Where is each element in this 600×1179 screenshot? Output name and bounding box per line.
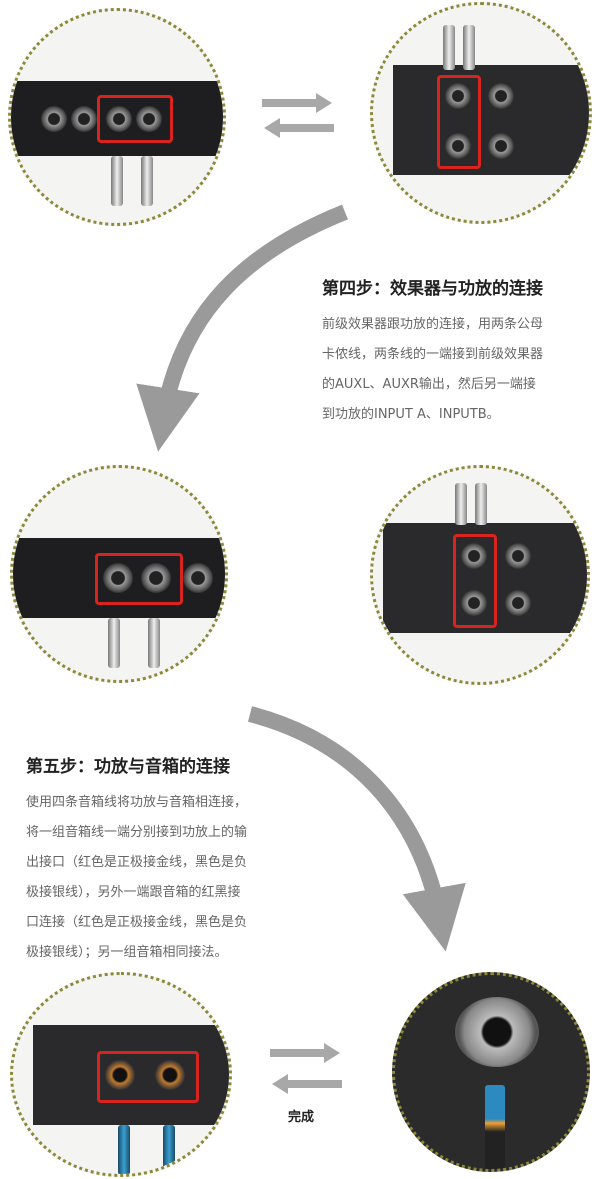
text-line: 出接口（红色是正极接金线，黑色是负	[26, 855, 248, 870]
double-arrow-icon	[262, 93, 334, 138]
effects-unit-aux-output-photo	[8, 8, 226, 226]
step4-description: 前级效果器跟功放的连接，用两条公母 卡侬线，两条线的一端接到前级效果器 的AUX…	[322, 310, 543, 430]
double-arrow-icon	[270, 1043, 342, 1094]
text-line: 卡侬线，两条线的一端接到前级效果器	[322, 347, 544, 362]
text-line: 的AUXL、AUXR输出，然后另一端接	[322, 377, 536, 392]
amplifier-input-photo	[370, 465, 590, 685]
curved-arrow-icon	[136, 204, 348, 452]
curved-arrow-icon	[247, 706, 466, 952]
step5-description: 使用四条音箱线将功放与音箱相连接， 将一组音箱线一端分别接到功放上的输 出接口（…	[26, 788, 247, 968]
text-line: 将一组音箱线一端分别接到功放上的输	[26, 825, 248, 840]
step5-title: 第五步：功放与音箱的连接	[26, 757, 230, 777]
text-line: 极接银线）；另一组音箱相同接法。	[26, 945, 228, 960]
done-label: 完成	[288, 1110, 315, 1125]
text-line: 使用四条音箱线将功放与音箱相连接，	[26, 795, 248, 810]
amplifier-input-photo	[370, 2, 592, 224]
text-line: 前级效果器跟功放的连接，用两条公母	[322, 317, 544, 332]
text-line: 极接银线），另外一端跟音箱的红黑接	[26, 885, 241, 900]
speaker-input-photo	[392, 972, 590, 1172]
text-line: 口连接（红色是正极接金线，黑色是负	[26, 915, 248, 930]
text-line: 到功放的INPUT A、INPUTB。	[322, 407, 500, 422]
amplifier-speaker-output-photo	[10, 972, 232, 1177]
step4-title: 第四步：效果器与功放的连接	[322, 279, 543, 299]
effects-unit-aux-output-photo	[10, 465, 228, 683]
